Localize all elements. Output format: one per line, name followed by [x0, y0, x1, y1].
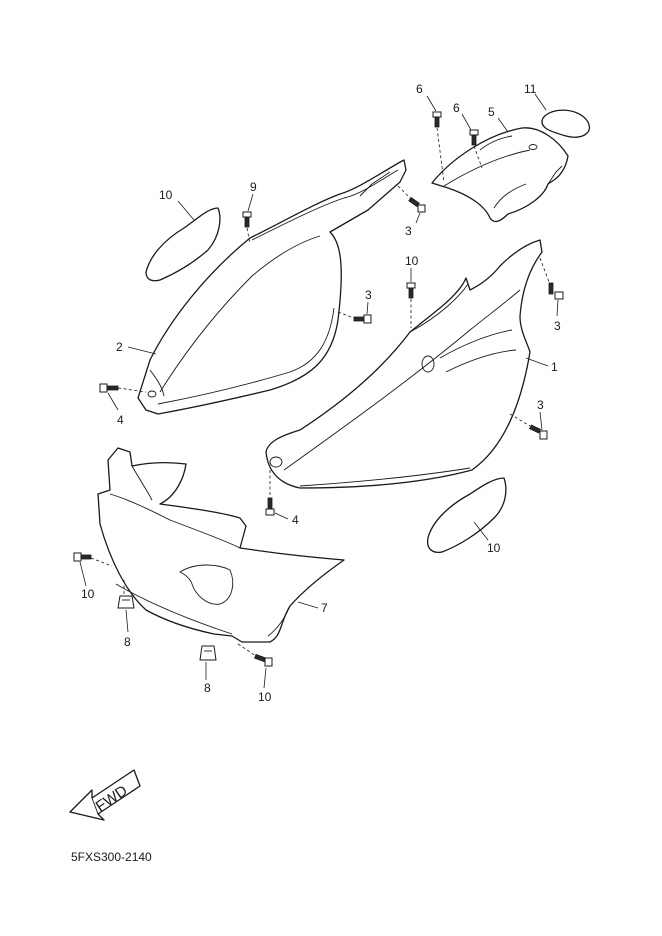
- screw-10-bottom: [237, 643, 273, 667]
- callout-8b: 8: [204, 681, 211, 695]
- screw-3b: [337, 311, 372, 324]
- screw-4b: [265, 470, 275, 516]
- callout-3a: 3: [405, 224, 412, 238]
- callout-3d: 3: [537, 398, 544, 412]
- screw-10-left: [73, 552, 113, 567]
- screw-6a: [432, 111, 445, 183]
- callout-4b: 4: [292, 513, 299, 527]
- callout-10d: 10: [81, 587, 95, 601]
- clip-8b: [199, 645, 217, 661]
- part-10-pad-right: [426, 477, 507, 554]
- drawing-code: 5FXS300-2140: [71, 850, 152, 864]
- callout-8a: 8: [124, 635, 131, 649]
- clip-8a: [117, 580, 135, 609]
- screw-9: [242, 211, 252, 245]
- callout-7: 7: [321, 601, 328, 615]
- part-1-rear-side-cover: [265, 239, 543, 489]
- part-10-pad-left: [145, 207, 221, 282]
- callout-3c: 3: [554, 319, 561, 333]
- callout-10c: 10: [487, 541, 501, 555]
- part-11-emblem: [541, 109, 590, 138]
- leader-lines: [79, 93, 559, 689]
- callout-6b: 6: [453, 101, 460, 115]
- callout-labels: 6 6 5 11 9 10 3 10 3 3 2 1 3 4 4 10 10 7…: [81, 82, 561, 704]
- callout-10b: 10: [405, 254, 419, 268]
- screw-3c: [539, 257, 564, 300]
- screw-3a: [397, 185, 426, 213]
- callout-1: 1: [551, 360, 558, 374]
- part-2-side-cover: [137, 159, 407, 415]
- callout-11: 11: [524, 82, 537, 96]
- callout-6a: 6: [416, 82, 423, 96]
- callout-3b: 3: [365, 288, 372, 302]
- screw-3d: [509, 413, 548, 440]
- callout-10e: 10: [258, 690, 272, 704]
- part-5-tail-cover: [431, 127, 569, 223]
- callout-2: 2: [116, 340, 123, 354]
- callout-9: 9: [250, 180, 257, 194]
- part-7-lower-panel: [97, 447, 345, 643]
- callout-10a: 10: [159, 188, 173, 202]
- screw-10-top: [406, 282, 416, 328]
- callout-5: 5: [488, 105, 495, 119]
- screw-4a: [99, 383, 147, 393]
- callout-4a: 4: [117, 413, 124, 427]
- screw-6b: [469, 129, 483, 169]
- fwd-arrow-icon: FWD: [69, 769, 141, 821]
